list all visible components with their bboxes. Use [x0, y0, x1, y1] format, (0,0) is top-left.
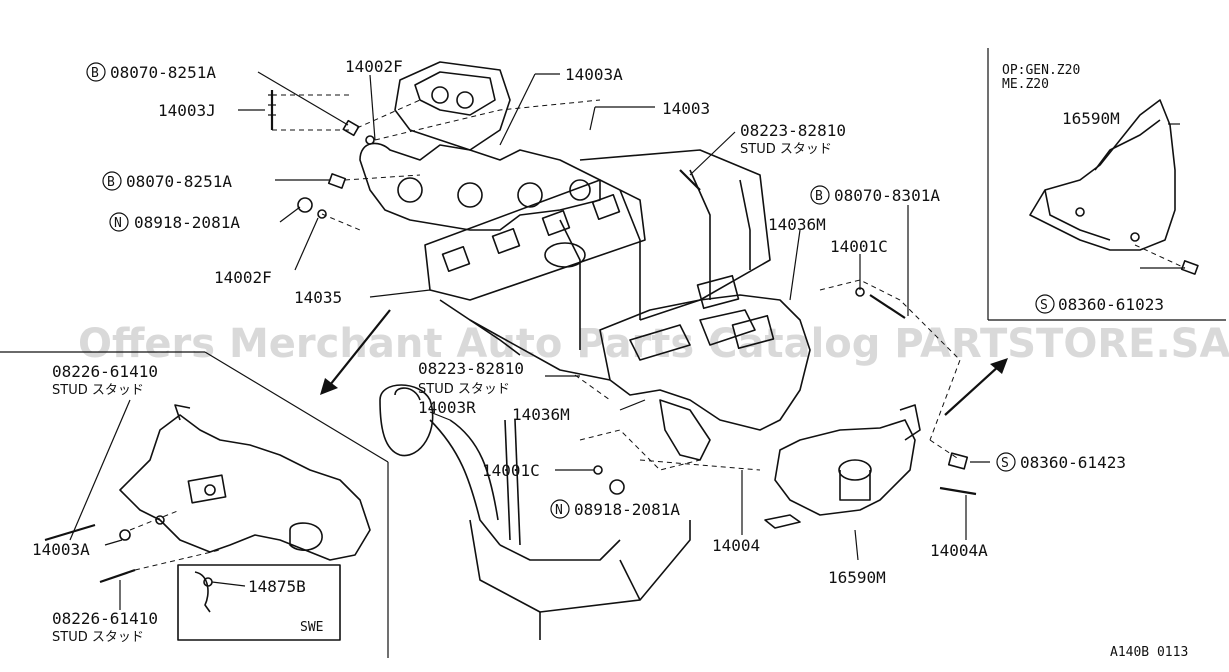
label-14004a: 14004A [930, 541, 988, 560]
bolt-badges: B B N B S N S [86, 62, 1055, 519]
arrow-head-right [990, 358, 1008, 374]
badge-b-mid: B [102, 171, 122, 191]
svg-text:N: N [114, 216, 122, 231]
label-14003j: 14003J [158, 101, 216, 120]
inset-note-line1: OP:GEN.Z20 [1002, 63, 1080, 78]
label-14036m-mid: 14036M [512, 405, 570, 424]
assembly-lines [129, 94, 961, 571]
label-08070-8251a-mid: 08070-8251A [126, 172, 232, 191]
arrow-head-left [320, 378, 338, 395]
heat-shield-16590m [764, 404, 921, 529]
badge-b-top: B [86, 62, 106, 82]
label-08070-8301a: 08070-8301A [834, 186, 940, 205]
badge-n-bottom: N [550, 499, 570, 519]
label-14003: 14003 [662, 99, 710, 118]
label-08918-2081a-bottom: 08918-2081A [574, 500, 680, 519]
badge-s-bottom: S [996, 452, 1016, 472]
label-16590m-inset: 16590M [1062, 109, 1120, 128]
badge-n-top: N [109, 212, 129, 232]
label-14001c-top: 14001C [830, 237, 888, 256]
inset-exhaust-manifold [119, 404, 371, 641]
label-14002f-top: 14002F [345, 57, 403, 76]
svg-text:N: N [555, 503, 563, 518]
label-14003r: 14003R [418, 398, 476, 417]
svg-text:B: B [815, 189, 823, 204]
label-14001c-mid: 14001C [482, 461, 540, 480]
svg-text:B: B [107, 175, 115, 190]
label-08223-82810-mid: 08223-82810 [418, 359, 524, 378]
badge-s-inset: S [1035, 294, 1055, 314]
label-08070-8251a-top: 08070-8251A [110, 63, 216, 82]
label-14003a-top: 14003A [565, 65, 623, 84]
label-08360-61023: 08360-61023 [1058, 295, 1164, 314]
svg-text:S: S [1040, 298, 1048, 313]
inset-note-line2: ME.Z20 [1002, 77, 1049, 92]
inset-heat-shield [1029, 99, 1199, 275]
label-stud-top: STUD スタッド [740, 142, 832, 157]
label-08360-61423: 08360-61423 [1020, 453, 1126, 472]
label-08223-82810-top: 08223-82810 [740, 121, 846, 140]
figure-code: A140B 0113 [1110, 645, 1188, 660]
label-16590m-bottom: 16590M [828, 568, 886, 587]
inset-frame-top-right [987, 48, 1226, 321]
part-labels: 08070-8251A 14002F 14003A 14003J 14003 0… [32, 57, 1188, 660]
label-14875b: 14875B [248, 577, 306, 596]
label-stud-left-bottom: STUD スタッド [52, 630, 144, 645]
badge-b-right: B [810, 185, 830, 205]
intake-manifold [359, 61, 601, 231]
svg-text:B: B [91, 66, 99, 81]
label-14004: 14004 [712, 536, 760, 555]
label-swe: SWE [300, 620, 323, 635]
inset-frame-bottom-left [0, 351, 389, 658]
exhaust-manifold [599, 274, 811, 461]
label-stud-left-top: STUD スタッド [52, 383, 144, 398]
label-08918-2081a-top: 08918-2081A [134, 213, 240, 232]
label-14036m-top: 14036M [768, 215, 826, 234]
fasteners [44, 90, 977, 584]
label-14003a-left: 14003A [32, 540, 90, 559]
direction-arrows [320, 309, 1008, 416]
engine-block [379, 149, 771, 640]
label-stud-mid: STUD スタッド [418, 382, 510, 397]
label-08226-61410-top: 08226-61410 [52, 362, 158, 381]
svg-text:S: S [1001, 456, 1009, 471]
label-08226-61410-bottom: 08226-61410 [52, 609, 158, 628]
leader-lines [69, 71, 1185, 610]
label-14002f-bottom: 14002F [214, 268, 272, 287]
label-14035: 14035 [294, 288, 342, 307]
watermark-text: Offers Merchant Auto Parts Catalog PARTS… [78, 321, 1229, 367]
